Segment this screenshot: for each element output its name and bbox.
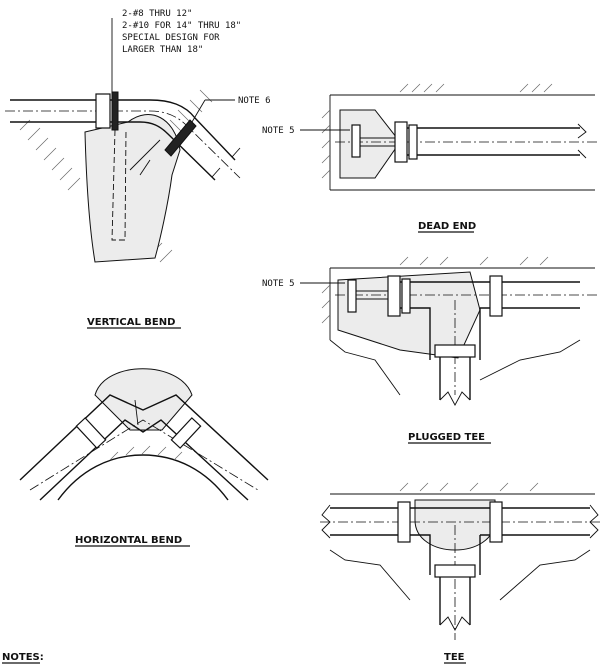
- horizontal-bend-thrust-block: [94, 368, 193, 431]
- horizontal-bend-detail: [19, 368, 269, 501]
- horizontal-bend-title: HORIZONTAL BEND: [75, 535, 182, 546]
- dead-end-title: DEAD END: [418, 221, 476, 232]
- plugged-tee-detail: [300, 256, 600, 406]
- dead-end-plug: [351, 124, 361, 158]
- vertical-bend-strap: [164, 119, 197, 157]
- tee-bell-left: [397, 501, 411, 543]
- vertical-bend-thrust-block: [84, 114, 181, 263]
- note-6-label: NOTE 6: [238, 96, 271, 106]
- tee-bell-branch: [434, 564, 476, 578]
- vertical-bend-title: VERTICAL BEND: [87, 317, 175, 328]
- vertical-bend-soil: [19, 89, 213, 263]
- rebar-note-line-3: SPECIAL DESIGN FOR: [122, 33, 220, 43]
- dead-end-note-5-label: NOTE 5: [262, 126, 295, 136]
- vertical-bend-rebar-band: [111, 91, 119, 131]
- tee-detail: [320, 482, 600, 640]
- dead-end-bell-1: [394, 121, 408, 163]
- plugged-tee-note-5-label: NOTE 5: [262, 279, 295, 289]
- dead-end-thrust-block: [339, 109, 401, 179]
- plugged-tee-title: PLUGGED TEE: [408, 432, 485, 443]
- plugged-tee-bell-left-2: [401, 278, 411, 314]
- plugged-tee-bell-right: [489, 275, 503, 317]
- vertical-bend-pipe: [10, 99, 236, 181]
- horizontal-bend-bell-left: [75, 417, 107, 449]
- notes-heading: NOTES:: [2, 652, 44, 663]
- plugged-tee-bell-left-1: [387, 275, 401, 317]
- rebar-note-line-1: 2-#8 THRU 12": [122, 9, 192, 19]
- plugged-tee-bell-branch: [434, 344, 476, 358]
- rebar-note-line-2: 2-#10 FOR 14" THRU 18": [122, 21, 241, 31]
- vertical-bend-pipe-bell: [95, 93, 111, 129]
- plugged-tee-plug: [347, 279, 357, 313]
- plugged-tee-thrust-block: [337, 271, 481, 359]
- vertical-bend-detail: [5, 18, 241, 263]
- dead-end-detail: [300, 83, 600, 191]
- horizontal-bend-bell-right: [170, 417, 202, 449]
- tee-bell-right: [489, 501, 503, 543]
- dead-end-bell-2: [408, 124, 418, 160]
- rebar-note-line-4: LARGER THAN 18": [122, 45, 203, 55]
- tee-title: TEE: [444, 652, 465, 663]
